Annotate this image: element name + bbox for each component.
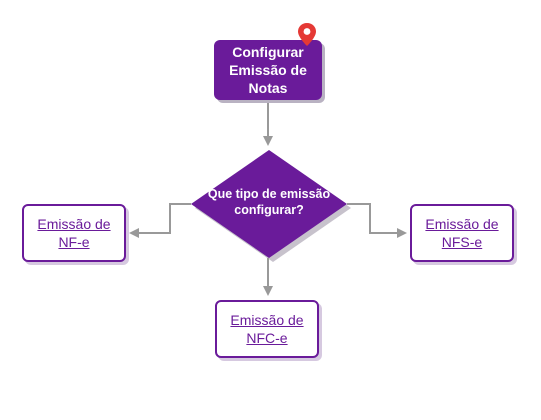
option-nfe-link[interactable]: Emissão de NF-e <box>22 204 126 262</box>
option-nfse-link[interactable]: Emissão de NFS-e <box>410 204 514 262</box>
arrow-decision-to-nfse <box>347 203 407 238</box>
start-node-label: Configurar Emissão de Notas <box>229 44 307 96</box>
decision-diamond <box>191 150 347 258</box>
map-pin-icon <box>298 23 316 46</box>
option-nfce-link[interactable]: Emissão de NFC-e <box>215 300 319 358</box>
option-nfse-label[interactable]: Emissão de NFS-e <box>425 216 499 250</box>
option-nfe-label[interactable]: Emissão de NF-e <box>37 216 111 250</box>
arrow-decision-to-nfe <box>129 203 191 238</box>
start-node: Configurar Emissão de Notas <box>214 40 322 100</box>
decision-label: Que tipo de emissão configurar? <box>207 187 331 217</box>
option-nfce-label[interactable]: Emissão de NFC-e <box>230 312 304 346</box>
